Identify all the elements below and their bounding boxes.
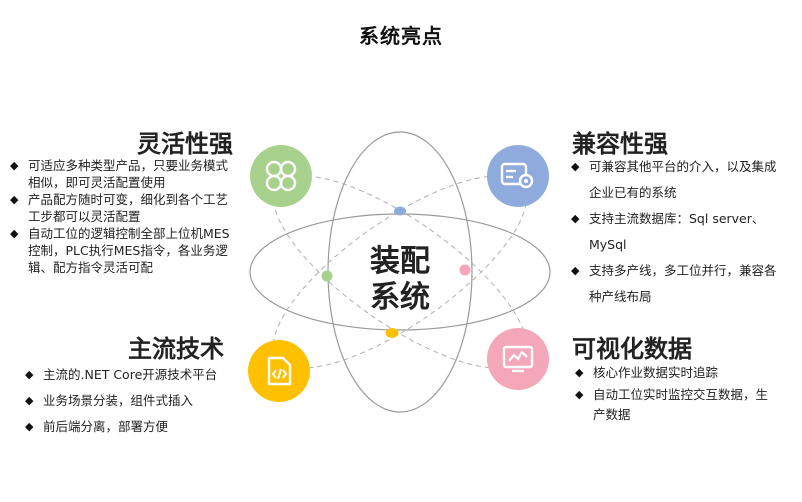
four-petal-grid-icon [250, 145, 312, 207]
flexibility-list: 可适应多种类型产品，只要业务模式相似，即可灵活配置使用 产品配方随时可变，细化到… [10, 157, 232, 276]
list-item: 支持多产线，多工位并行，兼容各种产线布局 [571, 258, 787, 310]
monitor-chart-icon [487, 328, 549, 390]
orbit-dot-blue [394, 206, 406, 216]
orbit-dot-green [321, 270, 333, 282]
flexibility-title: 灵活性强 [137, 130, 233, 158]
center-label-line2: 系统 [370, 280, 430, 315]
list-item: 前后端分离，部署方便 [25, 414, 245, 440]
list-item: 可兼容其他平台的介入，以及集成企业已有的系统 [571, 154, 787, 206]
list-item: 可适应多种类型产品，只要业务模式相似，即可灵活配置使用 [10, 157, 232, 191]
code-document-icon [248, 340, 310, 402]
list-item: 产品配方随时可变，细化到各个工艺工步都可以灵活配置 [10, 191, 232, 225]
list-item: 主流的.NET Core开源技术平台 [25, 362, 245, 388]
compatibility-list: 可兼容其他平台的介入，以及集成企业已有的系统 支持主流数据库：Sql serve… [571, 154, 787, 310]
list-item: 核心作业数据实时追踪 [575, 363, 780, 383]
mainstream-tech-title: 主流技术 [128, 335, 224, 363]
orbit-dot-pink [459, 264, 471, 276]
visualization-list: 核心作业数据实时追踪 自动工位实时监控交互数据，生产数据 [575, 363, 780, 427]
visualization-title: 可视化数据 [572, 335, 692, 363]
center-label: 装配 系统 [355, 244, 445, 316]
list-item: 业务场景分装，组件式插入 [25, 388, 245, 414]
center-label-line1: 装配 [370, 244, 430, 279]
list-item: 自动工位实时监控交互数据，生产数据 [575, 385, 780, 425]
page-title: 系统亮点 [359, 24, 443, 48]
mainstream-tech-list: 主流的.NET Core开源技术平台 业务场景分装，组件式插入 前后端分离，部署… [25, 362, 245, 440]
list-item: 支持主流数据库：Sql server、MySql [571, 206, 787, 258]
orbit-dot-yellow [385, 328, 399, 338]
server-gear-icon [487, 145, 549, 207]
list-item: 自动工位的逻辑控制全部上位机MES控制，PLC执行MES指令，各业务逻辑、配方指… [10, 225, 232, 276]
